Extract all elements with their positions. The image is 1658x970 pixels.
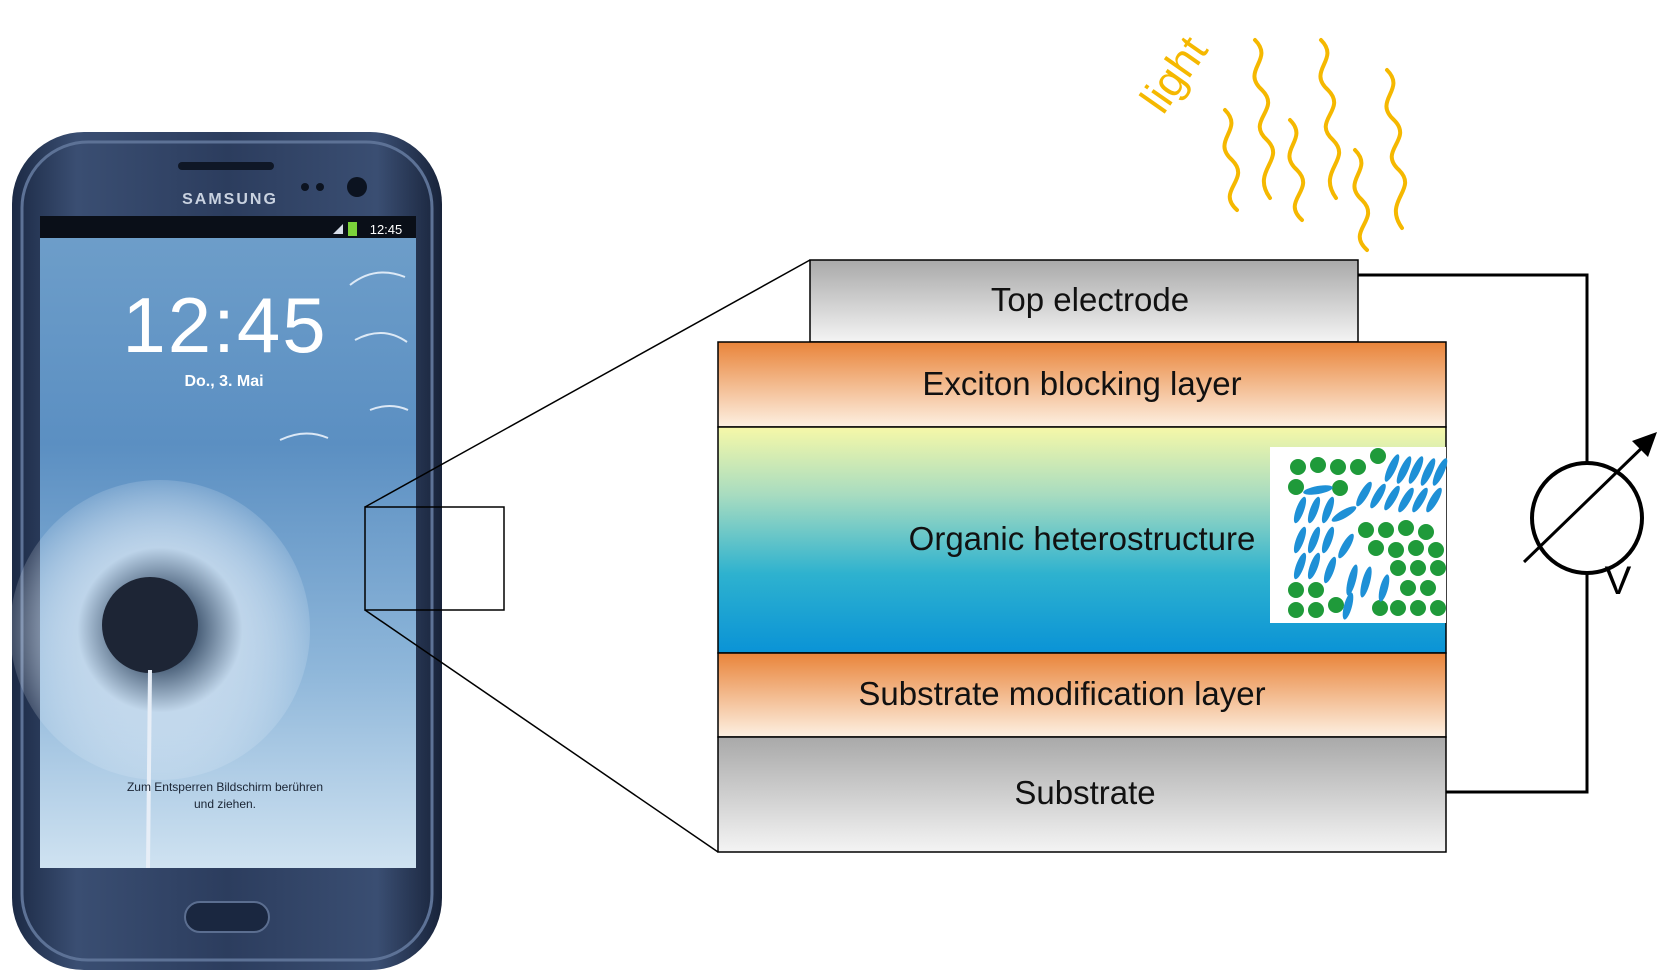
wire-bottom: [1446, 573, 1589, 794]
lockscreen-date: Do., 3. Mai: [184, 373, 263, 390]
layer-label-substrate-modification: Substrate modification layer: [858, 675, 1265, 712]
signal-icon: [333, 224, 343, 234]
unlock-hint-line2: und ziehen.: [194, 797, 256, 811]
layer-label-top-electrode: Top electrode: [991, 281, 1189, 318]
layer-label-organic-heterostructure: Organic heterostructure: [909, 520, 1256, 557]
layer-exciton-blocking: [717, 341, 1447, 428]
morphology-inset: [1270, 447, 1448, 623]
unlock-hint: Zum Entsperren Bildschirm berühren: [127, 780, 323, 794]
voltmeter-arrow: [1522, 438, 1652, 564]
front-camera-icon: [347, 177, 367, 197]
smartphone: SAMSUNG 12:45 12:45 Do., 3. Mai Zum Ents…: [10, 132, 442, 970]
layer-substrate-modification: [717, 652, 1447, 738]
layer-stack: Top electrode Exciton blocking layer Org…: [717, 259, 1448, 853]
layer-label-exciton-blocking: Exciton blocking layer: [922, 365, 1241, 402]
acceptor-molecules: [1293, 454, 1448, 620]
zoom-region-box: [364, 506, 505, 611]
arrowhead-icon: [1632, 432, 1657, 457]
status-time: 12:45: [370, 222, 403, 237]
dandelion-image: [10, 480, 310, 869]
home-button: [184, 901, 270, 933]
phone-bezel-highlight: [20, 140, 434, 962]
phone-brand: SAMSUNG: [182, 191, 278, 208]
zoom-callout: [364, 259, 811, 853]
light-label: light: [1131, 28, 1217, 122]
donor-molecules: [1288, 448, 1446, 618]
lockscreen-clock: 12:45: [122, 281, 327, 369]
light-wave-icon: [1222, 38, 1407, 252]
voltmeter-icon: [1530, 461, 1644, 575]
zoom-line-bottom: [364, 609, 719, 853]
wire-top: [1358, 273, 1589, 463]
status-bar: [40, 216, 416, 238]
earpiece: [178, 162, 274, 170]
battery-icon: [348, 222, 357, 236]
floating-seeds: [279, 271, 409, 441]
sensor-dot: [301, 183, 309, 191]
layer-top-electrode: [809, 259, 1359, 343]
voltmeter-label: V: [1605, 559, 1632, 603]
layer-label-substrate: Substrate: [1014, 774, 1155, 811]
layer-substrate: [717, 736, 1447, 853]
incident-light: light: [1131, 28, 1407, 252]
zoom-line-top: [364, 259, 811, 508]
sensor-dot: [316, 183, 324, 191]
external-circuit: [1358, 273, 1657, 794]
